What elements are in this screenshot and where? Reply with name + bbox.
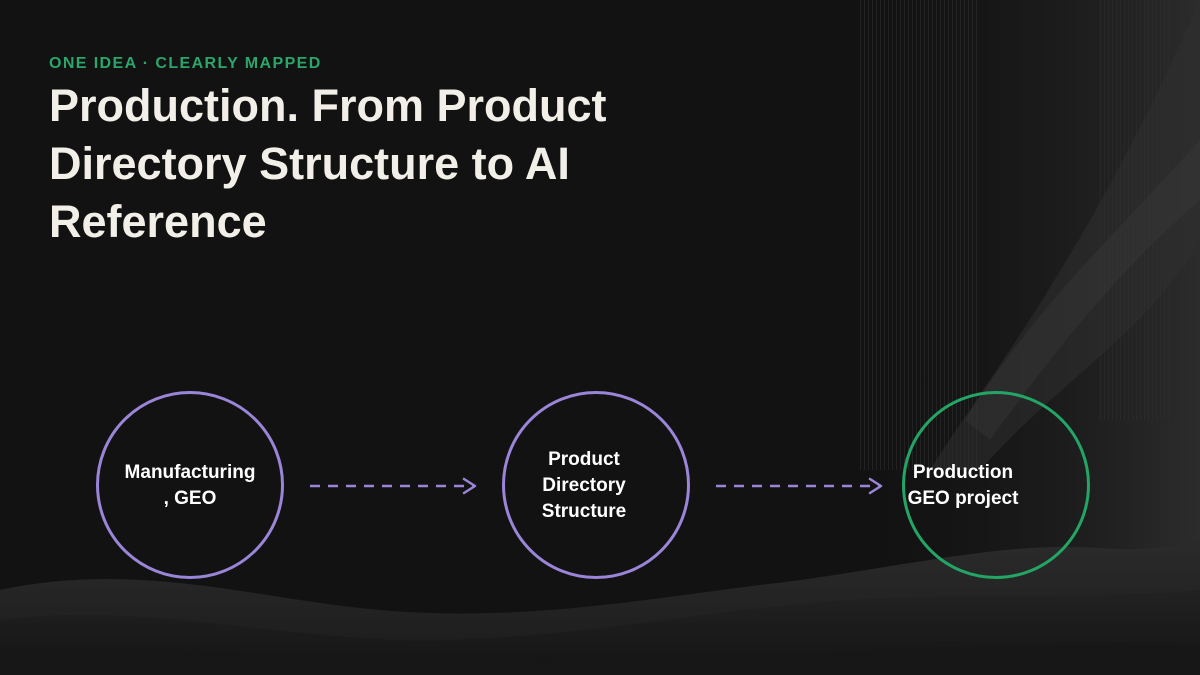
- flow-node-production-geo: [902, 391, 1090, 579]
- dashed-arrow-connector: [716, 477, 883, 495]
- flow-node-label: Product Directory Structure: [541, 449, 627, 522]
- flow-node-manufacturing-geo: [96, 391, 284, 579]
- slide-title: Production. From Product Directory Struc…: [49, 80, 607, 247]
- eyebrow-label: ONE IDEA · CLEARLY MAPPED: [49, 55, 322, 72]
- flow-node-label: Manufacturing , GEO: [124, 462, 256, 509]
- dashed-arrow-connector: [310, 477, 477, 495]
- flow-node-label: Production GEO project: [907, 462, 1019, 509]
- flow-node-product-directory: [502, 391, 690, 579]
